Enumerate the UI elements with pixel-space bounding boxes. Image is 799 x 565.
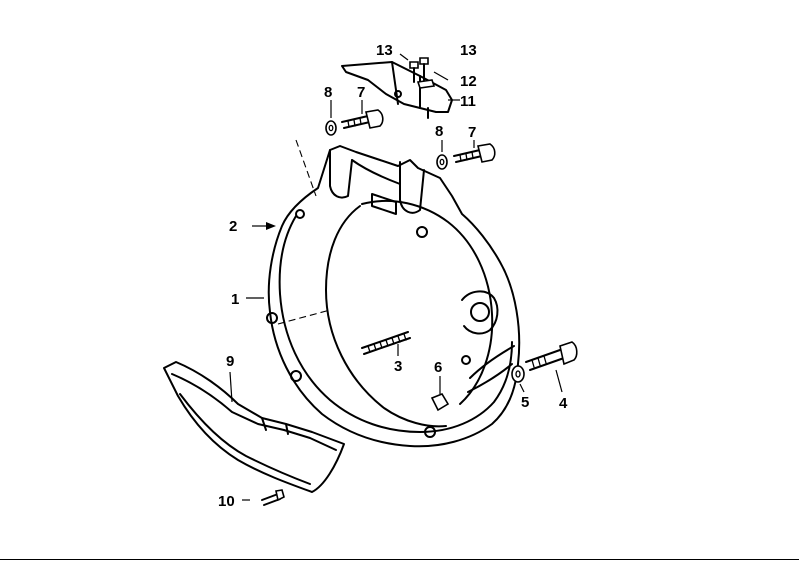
label-part-8-right: 8 <box>435 123 443 140</box>
label-part-9: 9 <box>226 353 234 370</box>
label-part-1: 1 <box>231 291 239 308</box>
sleeve-6 <box>430 376 450 412</box>
label-part-6: 6 <box>434 359 442 376</box>
washer-8-right <box>436 140 448 170</box>
label-part-4: 4 <box>559 395 568 412</box>
label-part-10: 10 <box>218 493 235 510</box>
dowel-pin-2 <box>252 222 276 230</box>
label-part-5: 5 <box>521 394 529 411</box>
label-part-7-right: 7 <box>468 124 476 141</box>
screw-7-right <box>453 140 496 163</box>
label-part-3: 3 <box>394 358 402 375</box>
label-part-13-right: 13 <box>460 42 477 59</box>
cover-plate-9 <box>163 361 345 493</box>
label-part-12: 12 <box>460 73 477 90</box>
stud-3 <box>361 331 411 356</box>
label-part-7-left: 7 <box>357 84 365 101</box>
label-part-13-left: 13 <box>376 42 393 59</box>
screw-7-left <box>341 100 384 129</box>
label-part-2: 2 <box>229 218 237 235</box>
bell-housing <box>266 139 521 448</box>
bottom-rule <box>0 559 799 560</box>
bolt-12-bracket <box>416 57 449 89</box>
washer-5 <box>511 365 525 393</box>
bolt-4 <box>525 341 578 393</box>
label-part-8-left: 8 <box>324 84 332 101</box>
washer-8-left <box>325 100 337 136</box>
label-part-11: 11 <box>460 93 476 110</box>
bolt-13-bracket <box>399 53 419 83</box>
screw-10 <box>242 489 285 506</box>
